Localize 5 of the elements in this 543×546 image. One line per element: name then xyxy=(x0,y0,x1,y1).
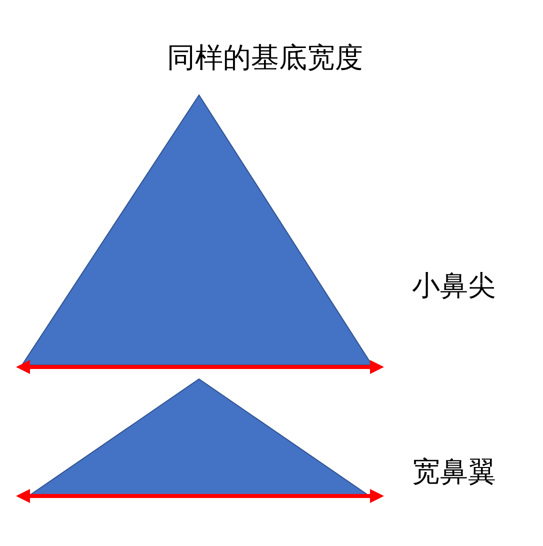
triangle xyxy=(30,379,368,495)
triangle-caption: 小鼻尖 xyxy=(412,272,496,300)
title: 同样的基底宽度 xyxy=(167,44,363,72)
triangle xyxy=(22,95,372,365)
triangle-caption: 宽鼻翼 xyxy=(412,458,496,486)
